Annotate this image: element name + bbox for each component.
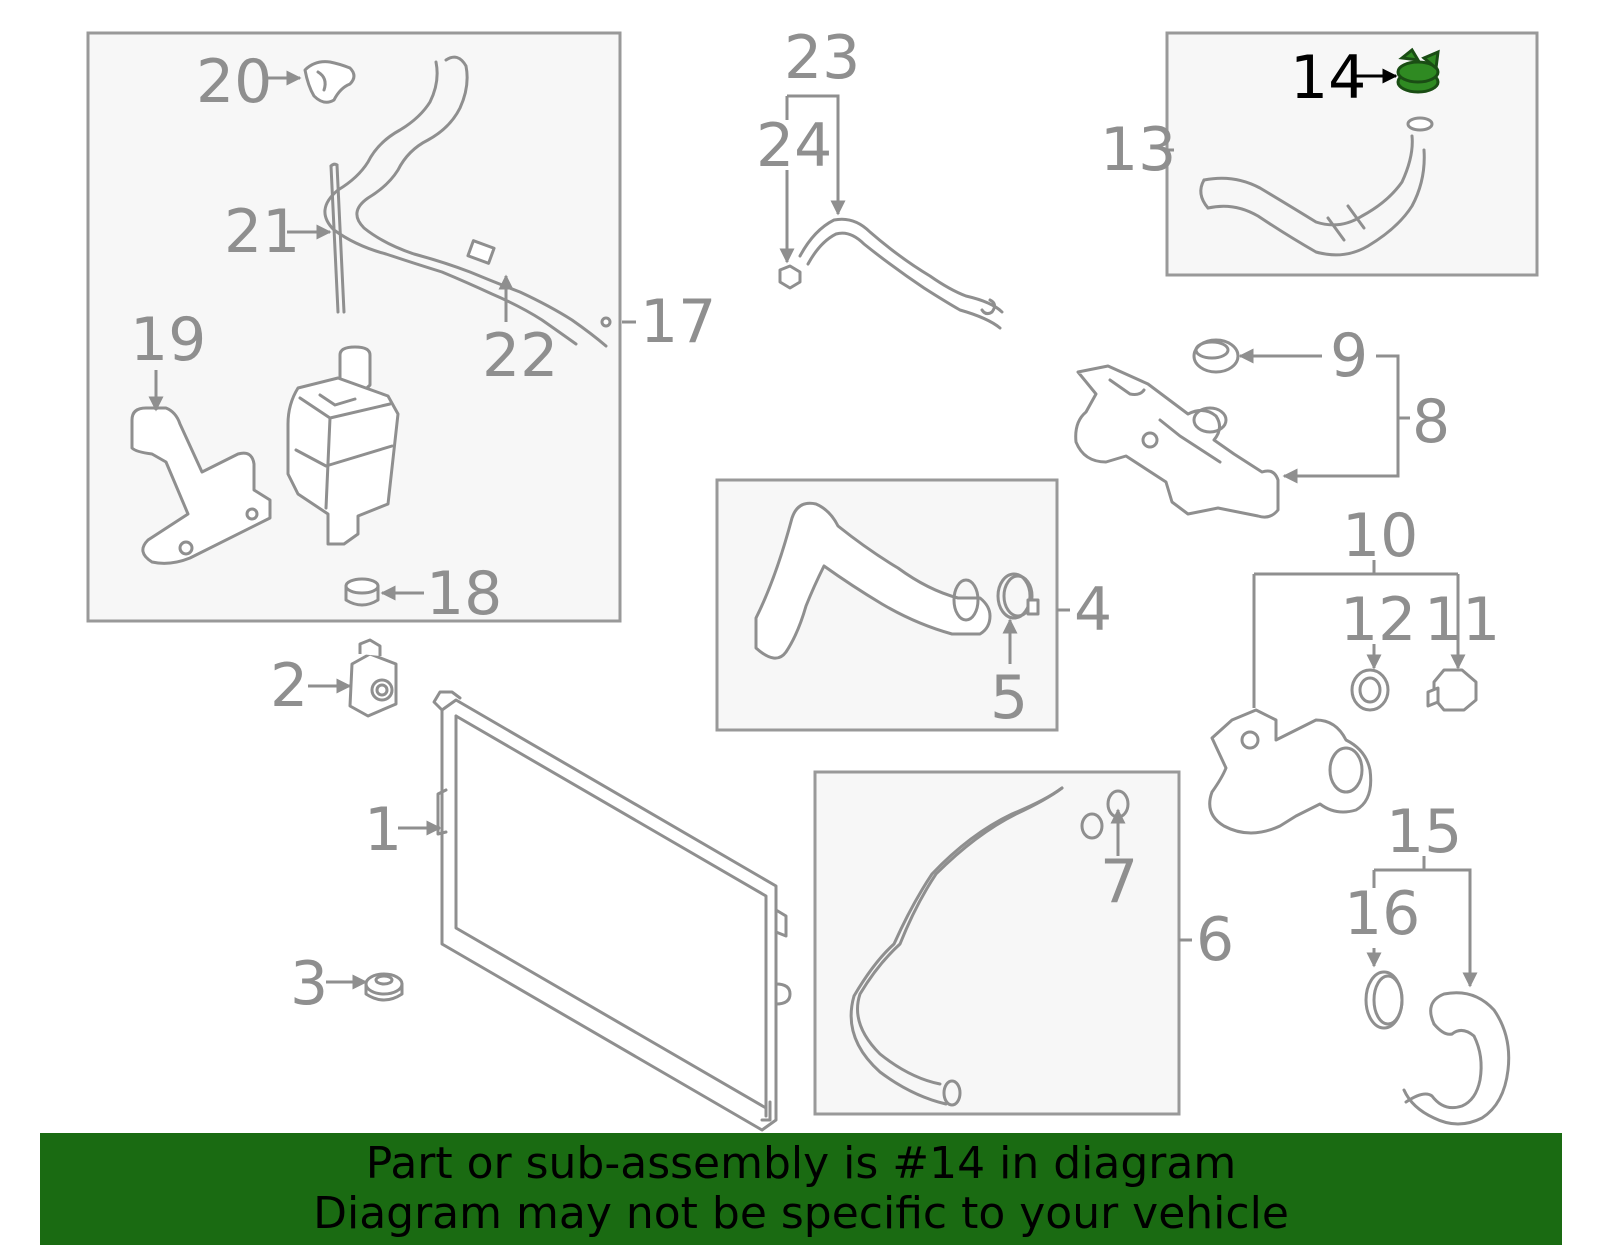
banner-line-2: Diagram may not be specific to your vehi… bbox=[313, 1188, 1289, 1239]
banner-line-1: Part or sub-assembly is #14 in diagram bbox=[365, 1138, 1237, 1189]
callout-20: 20 bbox=[196, 47, 272, 117]
leader-15 bbox=[1374, 856, 1470, 986]
hose-6-part bbox=[849, 786, 1104, 1107]
sensor-11-part bbox=[1426, 668, 1478, 712]
callout-5: 5 bbox=[990, 663, 1028, 733]
bypass-hose-part bbox=[778, 217, 1004, 330]
thermostat-housing-10-part bbox=[1208, 708, 1373, 835]
insulator-2-part bbox=[348, 638, 398, 718]
callout-8: 8 bbox=[1412, 387, 1450, 457]
info-banner: Part or sub-assembly is #14 in diagram D… bbox=[40, 1133, 1562, 1245]
callout-9: 9 bbox=[1330, 321, 1368, 391]
callout-4: 4 bbox=[1074, 575, 1112, 645]
water-outlet-housing-part bbox=[1074, 364, 1280, 519]
callout-7: 7 bbox=[1100, 847, 1138, 917]
hose-4-part bbox=[754, 501, 992, 660]
leader-10 bbox=[1252, 560, 1458, 708]
callout-12: 12 bbox=[1340, 585, 1416, 655]
reservoir-hose-part bbox=[323, 55, 612, 348]
clamp-9-part bbox=[1192, 338, 1240, 374]
radiator-1-part bbox=[432, 690, 792, 1132]
gasket-12-part bbox=[1350, 668, 1390, 712]
clamp-16-part bbox=[1364, 970, 1404, 1030]
callout-17: 17 bbox=[640, 287, 716, 357]
reservoir-tank-part bbox=[286, 345, 400, 546]
callout-10: 10 bbox=[1342, 501, 1418, 571]
reservoir-cap-part bbox=[303, 60, 356, 104]
radiator-hose-13-part bbox=[1199, 116, 1434, 257]
callout-2: 2 bbox=[270, 651, 308, 721]
clamp-5-part bbox=[996, 572, 1040, 620]
drain-plug-part bbox=[344, 577, 380, 607]
highlighted-clamp-14-part bbox=[1396, 47, 1440, 94]
callout-16: 16 bbox=[1344, 879, 1420, 949]
callout-15: 15 bbox=[1386, 797, 1462, 867]
callout-1: 1 bbox=[364, 795, 402, 865]
callout-21: 21 bbox=[224, 197, 300, 267]
callout-24: 24 bbox=[756, 111, 832, 181]
callout-19: 19 bbox=[130, 305, 206, 375]
callout-18: 18 bbox=[426, 559, 502, 629]
callout-14: 14 bbox=[1290, 43, 1366, 113]
group-box-hose-13 bbox=[1165, 31, 1539, 277]
callout-11: 11 bbox=[1424, 585, 1500, 655]
callout-3: 3 bbox=[290, 949, 328, 1019]
callout-numbers: 20 21 22 17 19 18 23 24 13 14 9 8 10 12 … bbox=[130, 23, 1500, 1019]
callout-22: 22 bbox=[482, 321, 558, 391]
reservoir-bracket-part bbox=[130, 406, 272, 565]
mount-3-part bbox=[364, 972, 404, 1002]
leader-8 bbox=[1282, 354, 1400, 484]
callout-6: 6 bbox=[1196, 905, 1234, 975]
callout-13: 13 bbox=[1100, 115, 1176, 185]
hose-15-part bbox=[1402, 991, 1511, 1126]
callout-23: 23 bbox=[784, 23, 860, 93]
leader-lines bbox=[148, 68, 1470, 986]
leader-23 bbox=[785, 94, 838, 214]
